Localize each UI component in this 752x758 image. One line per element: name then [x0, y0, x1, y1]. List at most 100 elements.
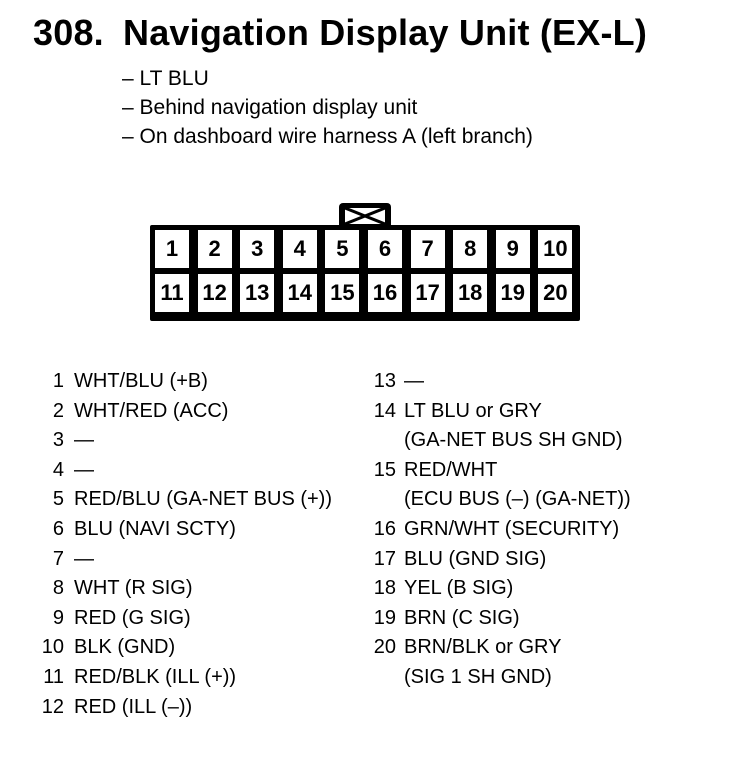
pin-number: 20	[373, 636, 396, 659]
page-title: 308. Navigation Display Unit (EX-L)	[33, 12, 647, 54]
cavity-13: 13	[240, 274, 275, 312]
wire-description: (SIG 1 SH GND)	[404, 665, 552, 688]
cavity-4: 4	[282, 230, 317, 268]
pin-row: 20 BRN/BLK or GRY	[360, 633, 631, 663]
pin-number: 3	[52, 429, 64, 452]
wire-description: RED/BLK (ILL (+))	[74, 665, 237, 688]
cavity-2: 2	[197, 230, 232, 268]
pin-row: 2 WHT/RED (ACC)	[36, 397, 332, 427]
pin-row: 3—	[36, 426, 332, 456]
wire-description: —	[74, 458, 94, 481]
pin-number: 7	[52, 547, 64, 570]
cavity-9: 9	[495, 230, 530, 268]
wire-description: LT BLU or GRY	[404, 399, 542, 422]
wire-description: (ECU BUS (–) (GA-NET))	[404, 488, 631, 511]
pin-number: 14	[373, 399, 396, 422]
cavity-3: 3	[240, 230, 275, 268]
pin-number: 9	[52, 606, 64, 629]
cavity-7: 7	[410, 230, 445, 268]
pin-row: 9 RED (G SIG)	[36, 604, 332, 634]
pin-number	[360, 485, 396, 515]
cavity-11: 11	[155, 274, 189, 312]
pin-row: (SIG 1 SH GND)	[360, 663, 631, 693]
note-location: – Behind navigation display unit	[122, 96, 418, 119]
wire-description: (GA-NET BUS SH GND)	[404, 429, 623, 452]
wire-description: RED (ILL (–))	[74, 695, 193, 718]
wire-description: GRN/WHT (SECURITY)	[404, 517, 620, 540]
pin-number	[360, 426, 396, 456]
cavity-6: 6	[368, 230, 402, 268]
wire-description: BRN (C SIG)	[404, 606, 520, 629]
wire-description: BLK (GND)	[74, 636, 176, 659]
pin-row: (ECU BUS (–) (GA-NET))	[360, 485, 631, 515]
pin-number: 6	[52, 517, 64, 540]
pin-row: 12 RED (ILL (–))	[36, 693, 332, 723]
wire-description: BRN/BLK or GRY	[404, 636, 562, 659]
pin-row: 5 RED/BLU (GA-NET BUS (+))	[36, 485, 332, 515]
cavity-18: 18	[453, 274, 488, 312]
wire-description: RED (G SIG)	[74, 606, 191, 629]
pin-number: 17	[373, 547, 396, 570]
cavity-17: 17	[410, 274, 445, 312]
pin-row: 11 RED/BLK (ILL (+))	[36, 663, 332, 693]
connector-number: 308.	[33, 12, 104, 53]
pin-row: 6 BLU (NAVI SCTY)	[36, 515, 332, 545]
wire-description: —	[404, 370, 424, 392]
pin-number: 2	[52, 399, 64, 422]
wire-description: YEL (B SIG)	[404, 577, 514, 600]
wire-description: WHT (R SIG)	[74, 577, 193, 600]
cavity-5: 5	[325, 230, 360, 268]
wire-description: BLU (GND SIG)	[404, 547, 547, 570]
pin-number: 19	[373, 606, 396, 629]
pin-number	[360, 663, 396, 693]
pin-row: 10 BLK (GND)	[36, 633, 332, 663]
connector-name: Navigation Display Unit (EX-L)	[123, 12, 648, 53]
pin-number: 8	[52, 577, 64, 600]
pin-number: 4	[52, 458, 64, 481]
wire-description: —	[74, 547, 94, 570]
pin-row: 17 BLU (GND SIG)	[360, 545, 631, 575]
note-harness: – On dashboard wire harness A (left bran…	[122, 125, 533, 148]
pin-row: 8 WHT (R SIG)	[36, 574, 332, 604]
pin-row: (GA-NET BUS SH GND)	[360, 426, 631, 456]
pin-number: 5	[52, 488, 64, 511]
pin-number: 1	[52, 370, 64, 392]
cavity-20: 20	[538, 274, 573, 312]
pin-number: 12	[41, 695, 64, 718]
latch-icon	[339, 203, 391, 227]
pin-row: 13 —	[360, 367, 631, 397]
cavity-8: 8	[453, 230, 488, 268]
pin-row: 4—	[36, 456, 332, 486]
pin-row: 14 LT BLU or GRY	[360, 397, 631, 427]
pin-row: 19 BRN (C SIG)	[360, 604, 631, 634]
wire-description: RED/BLU (GA-NET BUS (+))	[74, 488, 332, 511]
pin-number: 16	[373, 517, 396, 540]
wire-description: WHT/RED (ACC)	[74, 399, 229, 422]
cavity-16: 16	[368, 274, 402, 312]
pin-number: 11	[43, 665, 64, 688]
pin-number: 10	[41, 636, 64, 659]
pin-row: 18 YEL (B SIG)	[360, 574, 631, 604]
pin-number: 15	[373, 458, 396, 481]
note-color: – LT BLU	[122, 67, 209, 90]
wire-description: BLU (NAVI SCTY)	[74, 517, 236, 540]
cavity-12: 12	[197, 274, 232, 312]
pin-row: 16 GRN/WHT (SECURITY)	[360, 515, 631, 545]
pin-number: 13	[373, 370, 396, 392]
connector-notes: – LT BLU – Behind navigation display uni…	[122, 64, 533, 151]
wire-description: WHT/BLU (+B)	[74, 370, 208, 392]
pin-number: 18	[373, 577, 396, 600]
cavity-1: 1	[155, 230, 189, 268]
pin-row: 7—	[36, 545, 332, 575]
cavity-15: 15	[325, 274, 360, 312]
wire-description: —	[74, 429, 94, 452]
pin-row: 1 WHT/BLU (+B)	[36, 367, 332, 397]
cavity-10: 10	[538, 230, 573, 268]
cavity-19: 19	[495, 274, 530, 312]
cavity-14: 14	[282, 274, 317, 312]
